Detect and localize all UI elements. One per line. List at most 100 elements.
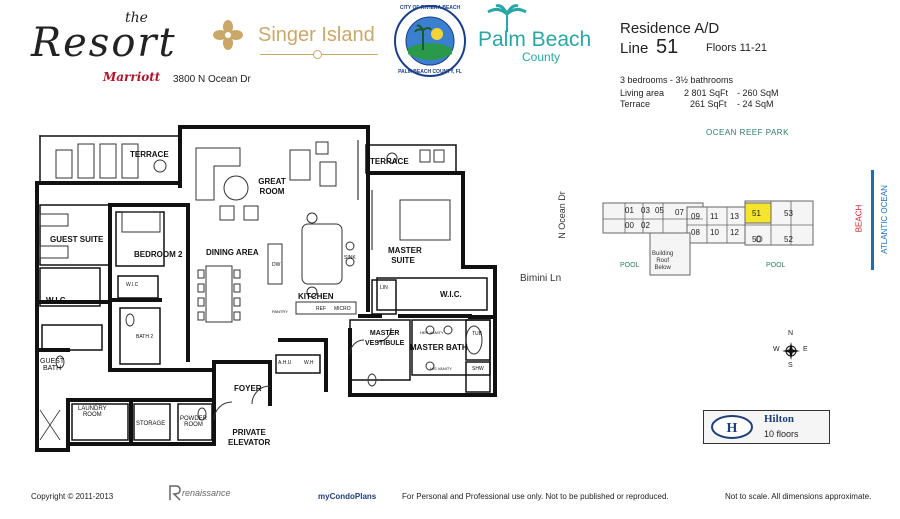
unit-12: 12 [730, 228, 739, 237]
unit-03: 03 [641, 206, 650, 215]
ref-label: REF [316, 306, 326, 312]
her-vanity-label: HER VANITY [420, 330, 444, 335]
wic1-label: W.I.C. [46, 296, 68, 305]
terrace-main-label: TERRACE [130, 150, 169, 159]
bimini-ln-label: Bimini Ln [520, 273, 562, 284]
singer-island-text: Singer Island [258, 24, 375, 46]
pantry-label: PANTRY [272, 309, 288, 314]
pool2-label: POOL [766, 262, 786, 269]
copyright-text: Copyright © 2011-2013 [31, 492, 114, 501]
unit-01: 01 [625, 206, 634, 215]
atlantic-ocean-label: ATLANTIC OCEAN [879, 185, 889, 254]
line-label: Line [620, 40, 649, 57]
site-plan [602, 200, 814, 276]
renaissance-r-icon [169, 485, 181, 501]
seal-top-text: CITY OF RIVIERA BEACH [399, 5, 461, 11]
resort-logo: the Resort Marriott 3800 N Ocean Dr [25, 6, 251, 86]
unit-00: 00 [625, 221, 634, 230]
unit-13: 13 [730, 212, 739, 221]
unit-02: 02 [641, 221, 650, 230]
scale-notice-text: Not to scale. All dimensions approximate… [725, 492, 872, 501]
master-vestibule-label: MASTER VESTIBULE [365, 330, 405, 347]
hilton-logo-icon: H [711, 415, 753, 439]
unit-07: 07 [675, 208, 684, 217]
palm-beach-text: Palm Beach [478, 28, 592, 51]
ocean-reef-park-label: OCEAN REEF PARK [706, 128, 789, 137]
ocean-strip [871, 170, 874, 270]
city-seal: CITY OF RIVIERA BEACH PALM BEACH COUNTY,… [393, 4, 467, 78]
unit-52: 52 [784, 235, 793, 244]
floors-text: Floors 11-21 [706, 42, 767, 54]
laundry-label: LAUNDRY ROOM [78, 406, 107, 418]
renaissance-text: renaissance [182, 488, 231, 498]
hilton-floors: 10 floors [764, 429, 799, 439]
guest-suite-label: GUEST SUITE [50, 235, 104, 244]
rooms-text: 3 bedrooms - 3½ bathrooms [620, 75, 734, 85]
singer-island-logo: Singer Island [258, 24, 383, 64]
svg-text:H: H [727, 421, 738, 436]
use-notice-text: For Personal and Professional use only. … [402, 492, 669, 501]
palm-beach-logo: Palm Beach County [478, 4, 603, 64]
unit-09: 09 [691, 212, 700, 221]
seal-bottom-text: PALM BEACH COUNTY, FL [398, 69, 462, 75]
unit-10: 10 [710, 228, 719, 237]
master-bath-label: MASTER BATH [410, 343, 468, 352]
wic3-label: W.I.C. [440, 290, 462, 299]
sink-label: SINK [344, 255, 356, 261]
compass-n: N [788, 330, 794, 337]
resort-logo-name: Resort [31, 20, 177, 66]
terrace-master-label: TERRACE [370, 157, 409, 166]
great-room-label: GREAT ROOM [258, 177, 286, 196]
resort-logo-the: the [125, 10, 148, 26]
marriott-logo: Marriott [103, 70, 161, 84]
terrace-sqft: 261 SqFt [690, 99, 727, 109]
floor-plan [35, 125, 497, 452]
unit-05: 05 [655, 206, 664, 215]
pool1-label: POOL [620, 262, 640, 269]
bedroom2-label: BEDROOM 2 [134, 250, 183, 259]
county-text: County [522, 50, 561, 64]
powder-label: POWDER ROOM [180, 416, 207, 428]
hilton-name: Hilton [764, 413, 794, 425]
terrace-sqm: - 24 SqM [737, 99, 774, 109]
unit-11: 11 [710, 212, 719, 221]
shw-label: SHW [472, 366, 484, 372]
living-label: Living area [620, 88, 665, 98]
terrace-label: Terrace [620, 99, 651, 109]
compass-rose-icon [782, 342, 800, 360]
n-ocean-dr-label: N Ocean Dr [556, 191, 567, 239]
compass-e: E [803, 346, 808, 353]
master-suite-label: MASTER SUITE [388, 246, 422, 265]
micro-label: MICRO [334, 306, 351, 312]
dw-label: DW [272, 262, 281, 268]
lin-label: LIN [380, 285, 388, 291]
hilton-building: H Hilton 10 floors [703, 410, 830, 444]
storage-label: STORAGE [136, 421, 166, 427]
compass-w: W [773, 346, 780, 353]
mycondoplans-text[interactable]: myCondoPlans [318, 492, 377, 501]
his-vanity-label: HIS VANITY [430, 366, 452, 371]
foyer-label: FOYER [234, 384, 262, 393]
singer-island-dot [313, 50, 322, 59]
palm-tree-icon [487, 4, 527, 32]
unit-08: 08 [691, 228, 700, 237]
flower-icon [213, 20, 243, 50]
private-elevator-label: PRIVATE ELEVATOR [228, 428, 271, 447]
dining-label: DINING AREA [206, 248, 259, 257]
unit-51: 51 [752, 209, 761, 218]
wh-label: W.H [304, 360, 314, 366]
renaissance-logo: renaissance [168, 484, 238, 504]
wic2-label: W.I.C [126, 282, 139, 288]
line-number: 51 [656, 36, 679, 58]
residence-title: Residence A/D [620, 20, 720, 37]
beach-label: BEACH [854, 204, 864, 233]
unit-50: 50 [752, 235, 761, 244]
bath2-label: BATH 2 [136, 334, 154, 340]
unit-53: 53 [784, 209, 793, 218]
living-sqft: 2 801 SqFt [684, 88, 729, 98]
compass: N S W E [773, 330, 809, 370]
guest-bath-label: GUEST BATH [40, 358, 65, 372]
tub-label: TUB [472, 331, 482, 337]
living-sqm: - 260 SqM [737, 88, 779, 98]
compass-s: S [788, 362, 793, 369]
